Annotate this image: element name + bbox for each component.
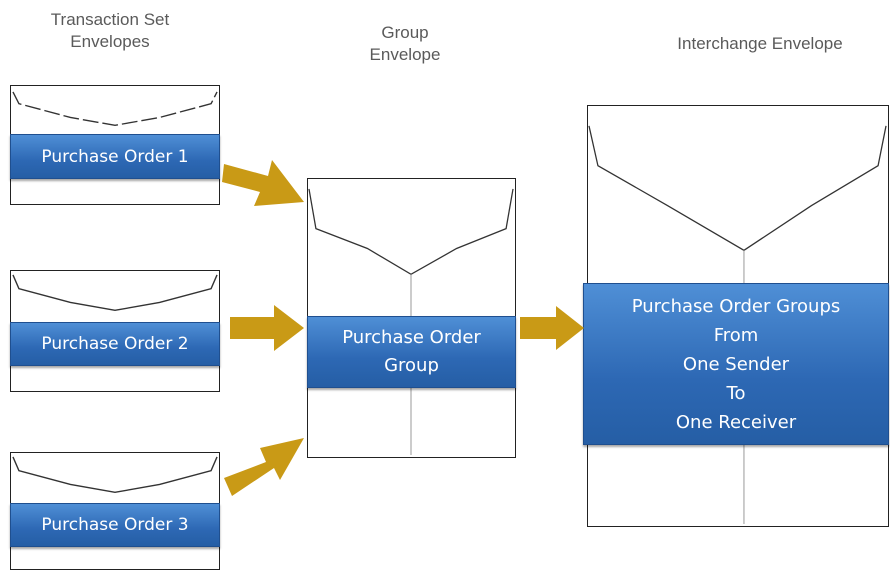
purchase-order-1-label: Purchase Order 1: [41, 146, 189, 167]
heading-interchange-text: Interchange Envelope: [677, 34, 843, 53]
heading-group-line-1: Group: [381, 23, 429, 42]
interchange-bar-line-2: From: [713, 324, 759, 346]
arrow-icon-po2-to-group: [230, 305, 304, 351]
interchange-bar-line-1: Purchase Order Groups: [631, 295, 841, 317]
interchange-envelope-bar: Purchase Order Groups From One Sender To…: [583, 283, 889, 445]
interchange-bar-line-3: One Sender: [682, 353, 790, 375]
heading-transaction-line-1: Transaction Set: [50, 10, 170, 29]
group-bar-line-1: Purchase Order: [342, 327, 481, 348]
heading-transaction-set-envelopes: Transaction Set Envelopes: [20, 9, 200, 53]
purchase-order-2-label: Purchase Order 2: [41, 334, 189, 354]
interchange-bar-line-5: One Receiver: [675, 411, 797, 433]
arrow-icon-po3-to-group: [224, 438, 304, 496]
group-envelope-bar: Purchase Order Group: [307, 316, 516, 388]
purchase-order-1-bar: Purchase Order 1: [10, 134, 220, 179]
purchase-order-3-label: Purchase Order 3: [41, 515, 189, 535]
envelope-flap-icon: [12, 456, 218, 494]
interchange-bar-line-4: To: [726, 382, 746, 404]
group-bar-line-2: Group: [384, 355, 439, 376]
envelope-flap-icon: [12, 274, 218, 312]
heading-interchange-envelope: Interchange Envelope: [640, 33, 880, 55]
purchase-order-3-bar: Purchase Order 3: [10, 503, 220, 547]
arrow-icon-po1-to-group: [222, 160, 304, 206]
arrow-icon-group-to-interchange: [520, 306, 584, 350]
purchase-order-2-bar: Purchase Order 2: [10, 322, 220, 366]
envelope-flap-icon: [12, 91, 218, 127]
heading-transaction-line-2: Envelopes: [70, 32, 150, 51]
heading-group-envelope: Group Envelope: [335, 22, 475, 66]
heading-group-line-2: Envelope: [369, 45, 441, 64]
